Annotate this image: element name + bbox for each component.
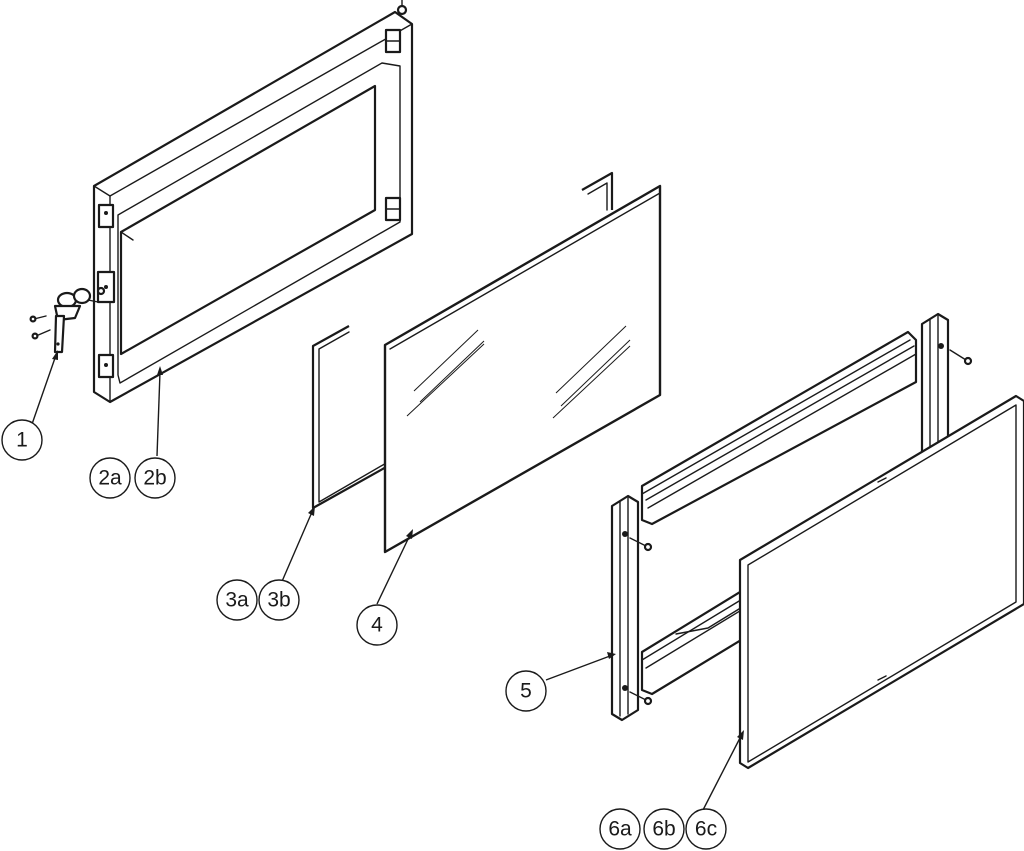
inner-gasket-frame	[738, 394, 1024, 770]
callout-2a: 2a	[89, 457, 131, 499]
leader-lines	[30, 350, 744, 811]
callout-label: 5	[520, 680, 532, 703]
callout-label: 2a	[98, 467, 122, 490]
callout-label: 6b	[652, 818, 675, 841]
callout-label: 1	[16, 429, 28, 452]
callout-label: 3a	[225, 589, 249, 612]
callout-label: 4	[371, 614, 383, 637]
callout-label: 3b	[267, 589, 290, 612]
callout-6c: 6c	[685, 808, 727, 850]
callout-3b: 3b	[258, 579, 300, 621]
callout-6a: 6a	[599, 808, 641, 850]
outer-door-frame	[92, 0, 414, 404]
callout-4: 4	[356, 604, 398, 646]
callout-2b: 2b	[134, 457, 176, 499]
glass-panel	[383, 171, 662, 554]
callout-5: 5	[505, 670, 547, 712]
callout-label: 2b	[143, 467, 166, 490]
callout-3a: 3a	[216, 579, 258, 621]
callout-label: 6a	[608, 818, 632, 841]
callout-label: 6c	[695, 818, 717, 841]
callout-6b: 6b	[643, 808, 685, 850]
callout-1: 1	[1, 419, 43, 461]
corner-seal	[311, 325, 389, 510]
latch-mechanism	[29, 286, 106, 354]
